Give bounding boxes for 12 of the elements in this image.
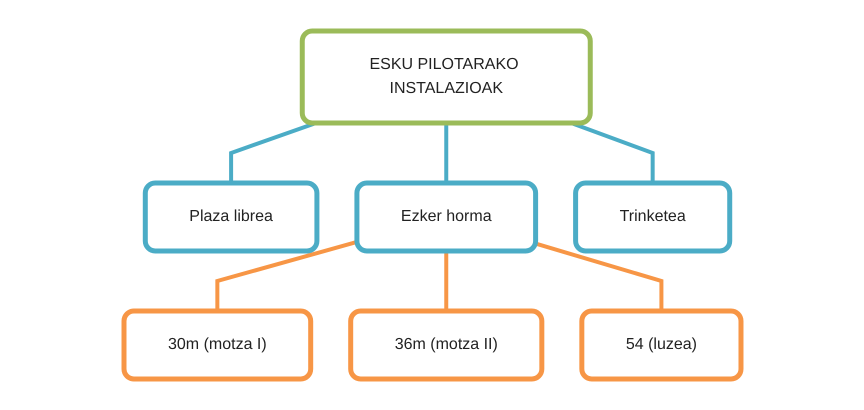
node-box: 30m (motza I) <box>121 308 313 382</box>
connector <box>214 240 357 311</box>
connector <box>228 121 316 183</box>
connector <box>534 242 663 311</box>
node-box: 36m (motza II) <box>348 308 544 382</box>
node-box: 54 (luzea) <box>578 308 743 382</box>
node-box: Trinketea <box>572 180 732 254</box>
node-box: Ezker horma <box>354 180 538 254</box>
node-box: Plaza librea <box>142 180 319 254</box>
connector <box>444 251 448 311</box>
node-box: ESKU PILOTARAKO INSTALAZIOAK <box>299 28 592 126</box>
connector <box>444 123 448 183</box>
